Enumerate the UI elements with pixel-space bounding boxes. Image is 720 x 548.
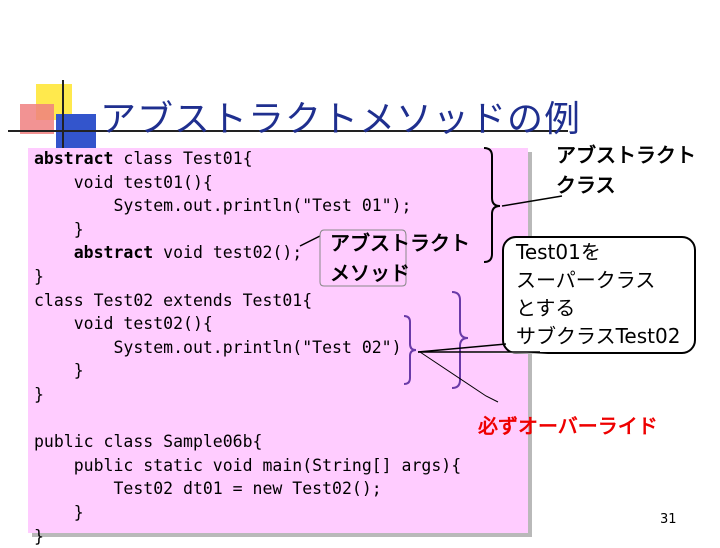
page-number: 31 bbox=[660, 512, 677, 527]
code-line: } bbox=[34, 502, 84, 522]
code-line: } bbox=[34, 526, 44, 546]
slide-title: アブストラクトメソッドの例 bbox=[100, 99, 582, 140]
abstract-class-brace bbox=[483, 147, 501, 263]
code-line: class Test01{ bbox=[113, 149, 253, 168]
code-keyword: abstract bbox=[34, 149, 114, 168]
code-line: void test02(){ bbox=[34, 314, 213, 334]
code-line: public static void main(String[] args){ bbox=[34, 455, 462, 475]
code-keyword: abstract bbox=[73, 243, 154, 263]
abstract-class-label: アブストラクト クラス bbox=[556, 140, 696, 200]
subclass-callout-bubble bbox=[502, 236, 696, 354]
override-brace-inner bbox=[403, 315, 417, 385]
abstract-class-label-line2: クラス bbox=[556, 173, 616, 197]
decorative-square-red bbox=[20, 104, 54, 134]
code-line: Test02 dt01 = new Test02(); bbox=[34, 479, 382, 499]
bubble-tail-edge-1 bbox=[417, 343, 507, 353]
must-override-label: 必ずオーバーライド bbox=[478, 414, 658, 438]
subclass-note: Test01を スーパークラス とする サブクラスTest02 bbox=[516, 240, 681, 348]
code-line: } bbox=[34, 266, 44, 286]
code-line: System.out.println("Test 01"); bbox=[34, 196, 412, 216]
abstract-method-pointer bbox=[299, 235, 321, 247]
code-box bbox=[28, 148, 528, 533]
code-line: void test02(); bbox=[153, 243, 303, 263]
code-line: } bbox=[34, 384, 44, 404]
code-line: void test01(){ bbox=[34, 172, 213, 192]
code-line: public class Sample06b{ bbox=[34, 432, 263, 452]
override-pointer bbox=[419, 351, 499, 403]
abstract-method-label-line2: メソッド bbox=[330, 261, 410, 285]
abstract-method-label-line1: アブストラクト bbox=[330, 231, 470, 255]
abstract-method-callout-outline bbox=[319, 229, 407, 287]
override-brace-outer bbox=[451, 291, 469, 389]
abstract-class-label-line1: アブストラクト bbox=[556, 143, 696, 167]
code-listing: abstract class Test01{ void test01(){ Sy… bbox=[34, 147, 461, 548]
abstract-method-label: アブストラクト メソッド bbox=[330, 228, 470, 288]
code-line: } bbox=[34, 219, 84, 239]
code-line: } bbox=[34, 361, 84, 381]
code-line: class Test02 extends Test01{ bbox=[34, 290, 313, 310]
code-line: System.out.println("Test 02") bbox=[34, 337, 402, 357]
title-underline bbox=[8, 130, 568, 132]
abstract-class-pointer bbox=[501, 195, 563, 207]
decorative-vertical-line bbox=[62, 80, 64, 156]
